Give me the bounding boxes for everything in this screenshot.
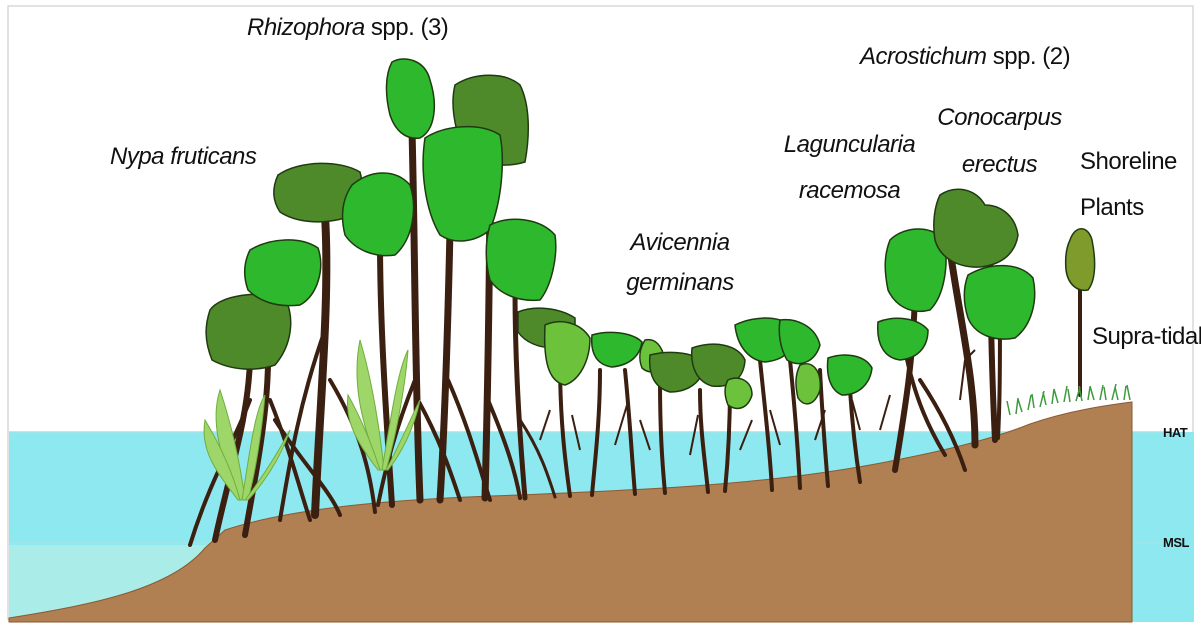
label-acrostichum-genus: Acrostichum xyxy=(860,43,987,70)
label-rhizophora-rest: spp. (3) xyxy=(365,14,449,41)
label-avicennia-1: Avicennia xyxy=(615,228,745,258)
label-shoreline-2: Plants xyxy=(1080,193,1144,223)
label-rhizophora-genus: Rhizophora xyxy=(247,14,365,41)
label-hat: HAT xyxy=(1163,425,1187,440)
label-conocarpus-2: erectus xyxy=(932,150,1067,180)
label-laguncularia-2: racemosa xyxy=(782,176,917,206)
label-rhizophora: Rhizophora spp. (3) xyxy=(247,13,448,43)
label-msl: MSL xyxy=(1163,535,1189,550)
label-supratidal: Supra-tidal xyxy=(1092,322,1201,352)
label-shoreline-1: Shoreline xyxy=(1080,147,1177,177)
label-acrostichum: Acrostichum spp. (2) xyxy=(860,42,1070,72)
label-nypa: Nypa fruticans xyxy=(110,142,256,172)
label-avicennia-2: germinans xyxy=(615,268,745,298)
label-conocarpus-1: Conocarpus xyxy=(932,103,1067,133)
label-acrostichum-rest: spp. (2) xyxy=(987,43,1071,70)
label-laguncularia-1: Laguncularia xyxy=(782,130,917,160)
